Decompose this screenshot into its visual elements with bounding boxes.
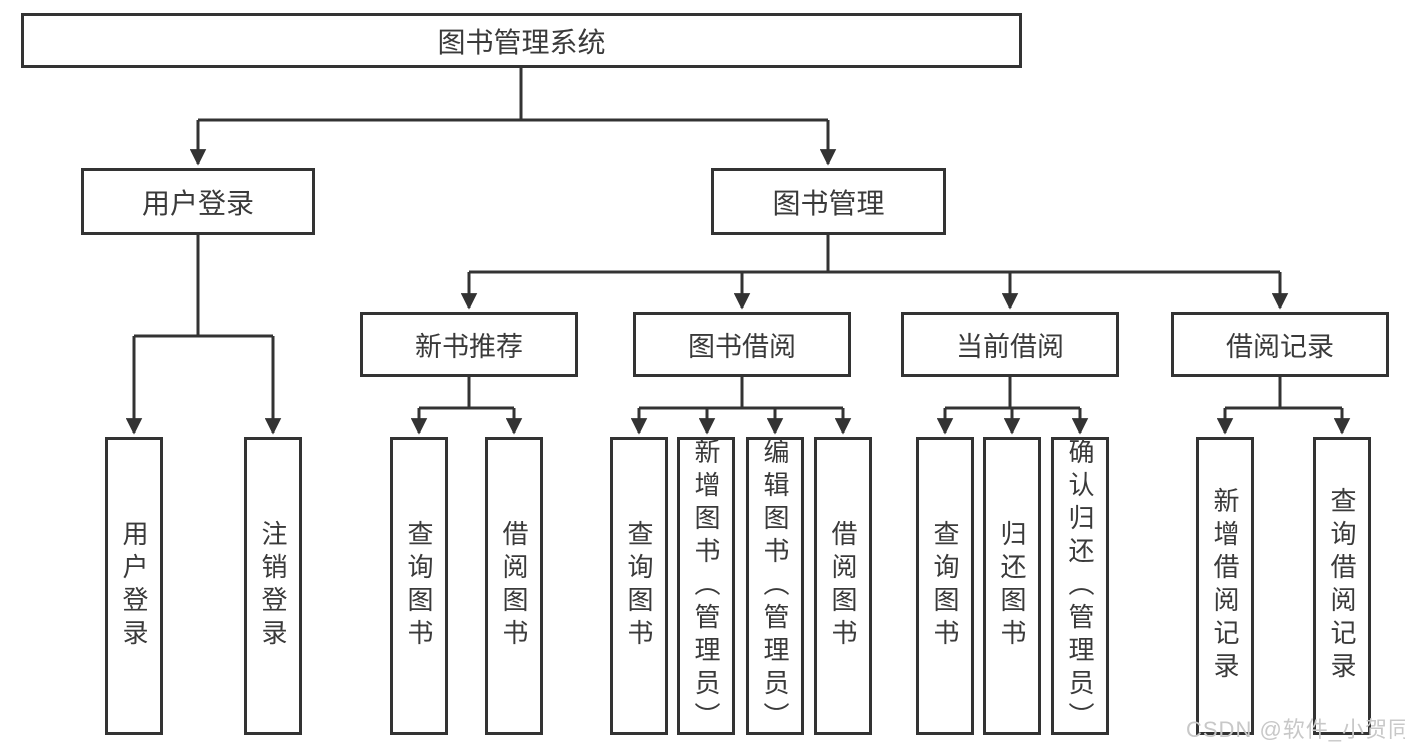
node-new-book-recommend: 新书推荐 [360,312,578,377]
node-borrow-records: 借阅记录 [1171,312,1389,377]
node-user-login: 用户登录 [81,168,315,235]
csdn-watermark: CSDN @软件_小贺同学 [1186,717,1405,742]
leaf-current-query-books: 查询图书 [916,437,974,735]
leaf-logout-label: 注销登录 [258,520,288,652]
connector-borrow-branch [639,377,843,410]
connector-recommend-branch [419,377,514,410]
connector-user-branch [134,235,273,338]
connector-current-branch [945,377,1080,410]
leaf-current-confirm-return-admin-label: 确认归还（管理员） [1065,437,1095,735]
node-book-management-system: 图书管理系统 [21,13,1022,68]
leaf-records-query-record-label: 查询借阅记录 [1327,487,1357,685]
leaf-borrow-query-books-label: 查询图书 [624,520,654,652]
leaf-borrow-edit-books-admin-label: 编辑图书（管理员） [760,437,790,735]
leaf-records-add-record-label: 新增借阅记录 [1210,487,1240,685]
leaf-current-return-books: 归还图书 [983,437,1041,735]
leaf-borrow-borrow-books-label: 借阅图书 [828,520,858,652]
leaf-borrow-query-books: 查询图书 [610,437,668,735]
node-book-management: 图书管理 [711,168,946,235]
leaf-borrow-borrow-books: 借阅图书 [814,437,872,735]
connector-records-branch [1225,377,1342,410]
leaf-recommend-borrow-books: 借阅图书 [485,437,543,735]
leaf-current-query-books-label: 查询图书 [930,520,960,652]
leaf-user-login-label: 用户登录 [119,520,149,652]
leaf-borrow-add-books-admin: 新增图书（管理员） [677,437,735,735]
leaf-records-query-record: 查询借阅记录 [1313,437,1371,735]
leaf-user-login: 用户登录 [105,437,163,735]
node-book-borrow: 图书借阅 [633,312,851,377]
connector-mgmt-branch [469,235,1280,274]
leaf-borrow-edit-books-admin: 编辑图书（管理员） [746,437,804,735]
connector-root-branch [198,68,828,122]
leaf-borrow-add-books-admin-label: 新增图书（管理员） [691,437,721,735]
leaf-recommend-query-books: 查询图书 [390,437,448,735]
leaf-current-return-books-label: 归还图书 [997,520,1027,652]
leaf-current-confirm-return-admin: 确认归还（管理员） [1051,437,1109,735]
leaf-logout: 注销登录 [244,437,302,735]
node-current-borrow: 当前借阅 [901,312,1119,377]
leaf-recommend-borrow-books-label: 借阅图书 [499,520,529,652]
leaf-records-add-record: 新增借阅记录 [1196,437,1254,735]
leaf-recommend-query-books-label: 查询图书 [404,520,434,652]
